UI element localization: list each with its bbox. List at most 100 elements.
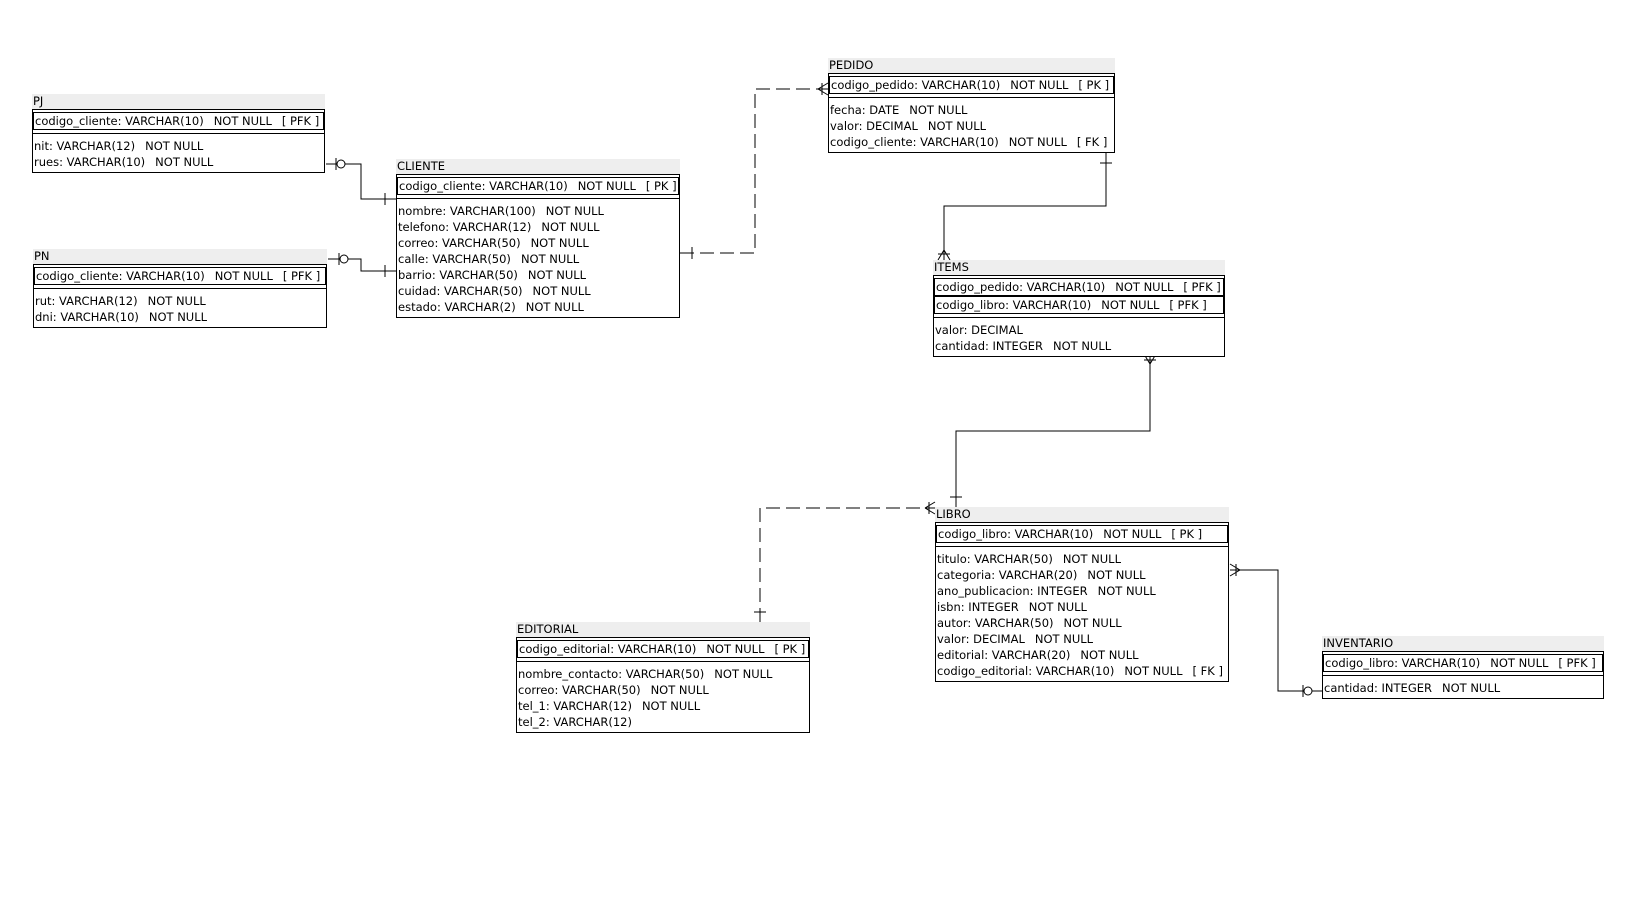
attribute-constraint: NOT NULL	[1028, 600, 1087, 614]
attribute-constraint: NOT NULL	[1010, 78, 1069, 92]
attribute-name: calle: VARCHAR(50)	[398, 252, 511, 266]
relationship-editorial-libro[interactable]	[754, 501, 936, 622]
attribute-row: categoria: VARCHAR(20)NOT NULL	[936, 567, 1228, 583]
attribute-constraint: NOT NULL	[545, 204, 604, 218]
attribute-constraint: NOT NULL	[641, 699, 701, 713]
key-tag: [ PFK ]	[281, 114, 320, 128]
attribute-row: rues: VARCHAR(10)NOT NULL	[33, 154, 324, 170]
attribute-constraint: NOT NULL	[532, 284, 591, 298]
key-tag: [ PFK ]	[1558, 656, 1596, 670]
attribute-name: codigo_editorial: VARCHAR(10)	[519, 642, 697, 656]
entity-title: PJ	[32, 94, 325, 109]
key-attributes: codigo_cliente: VARCHAR(10)NOT NULL[ PFK…	[33, 110, 324, 134]
entity-body: codigo_pedido: VARCHAR(10) NOT NULL [ PK ]…	[828, 73, 1115, 153]
attribute-name: codigo_pedido: VARCHAR(10)	[831, 78, 1001, 92]
entity-pn[interactable]: PN codigo_cliente: VARCHAR(10) NOT NULL [ …	[33, 249, 327, 328]
key-tag: [ PK ]	[1078, 78, 1110, 92]
entity-cliente[interactable]: CLIENTE codigo_cliente: VARCHAR(10)NOT N…	[396, 159, 680, 318]
attribute-constraint: NOT NULL	[1115, 280, 1174, 294]
attribute-row: nombre_contacto: VARCHAR(50)NOT NULL	[517, 666, 809, 682]
relationship-libro-items[interactable]	[950, 353, 1157, 507]
attribute-name: cantidad: INTEGER	[1324, 681, 1432, 695]
entity-title: PN	[33, 249, 327, 264]
attribute-name: fecha: DATE	[830, 103, 900, 117]
attribute-constraint: NOT NULL	[1080, 648, 1139, 662]
attribute-name: codigo_editorial: VARCHAR(10)	[937, 664, 1115, 678]
attribute-name: cuidad: VARCHAR(50)	[398, 284, 523, 298]
entity-title: LIBRO	[935, 507, 1229, 522]
non-key-attributes: fecha: DATE NOT NULL valor: DECIMAL NOT NU…	[829, 98, 1114, 152]
attribute-name: nit: VARCHAR(12)	[34, 139, 136, 153]
attribute-row: codigo_editorial: VARCHAR(10)NOT NULL[ F…	[936, 663, 1228, 679]
attribute-constraint: NOT NULL	[909, 103, 968, 117]
relationship-pedido-items[interactable]	[937, 153, 1112, 261]
attribute-row: correo: VARCHAR(50)NOT NULL	[397, 235, 679, 251]
attribute-row: cuidad: VARCHAR(50) NOT NULL	[397, 283, 679, 299]
relationship-pn-cliente[interactable]	[328, 253, 396, 277]
attribute-name: codigo_libro: VARCHAR(10)	[1325, 656, 1481, 670]
key-attribute-row: codigo_pedido: VARCHAR(10)NOT NULL[ PFK …	[934, 278, 1224, 296]
key-tag: [ FK ]	[1076, 135, 1108, 149]
attribute-constraint: NOT NULL	[213, 114, 272, 128]
key-attribute-row: codigo_editorial: VARCHAR(10)NOT NULL[ P…	[517, 640, 809, 658]
relationship-pj-cliente[interactable]	[326, 158, 396, 205]
attribute-row: telefono: VARCHAR(12)NOT NULL	[397, 219, 679, 235]
key-attribute-row: codigo_libro: VARCHAR(10)NOT NULL[ PK ]	[936, 525, 1228, 543]
attribute-constraint: NOT NULL	[525, 300, 584, 314]
attribute-row: titulo: VARCHAR(50) NOT NULL	[936, 551, 1228, 567]
attribute-name: dni: VARCHAR(10)	[35, 310, 139, 324]
attribute-constraint: NOT NULL	[148, 310, 208, 324]
entity-items[interactable]: ITEMS codigo_pedido: VARCHAR(10)NOT NULL…	[933, 260, 1225, 357]
attribute-constraint: NOT NULL	[1053, 339, 1112, 353]
attribute-row: fecha: DATE NOT NULL	[829, 102, 1114, 118]
attribute-constraint: NOT NULL	[530, 236, 589, 250]
key-tag: [ PFK ]	[282, 269, 321, 283]
entity-pj[interactable]: PJ codigo_cliente: VARCHAR(10)NOT NULL[ …	[32, 94, 325, 173]
attribute-name: titulo: VARCHAR(50)	[937, 552, 1053, 566]
attribute-row: dni: VARCHAR(10) NOT NULL	[34, 309, 326, 325]
entity-inventario[interactable]: INVENTARIO codigo_libro: VARCHAR(10)NOT …	[1322, 636, 1604, 699]
attribute-name: nombre: VARCHAR(100)	[398, 204, 536, 218]
attribute-row: correo: VARCHAR(50) NOT NULL	[517, 682, 809, 698]
attribute-row: rut: VARCHAR(12)NOT NULL	[34, 293, 326, 309]
entity-body: codigo_pedido: VARCHAR(10)NOT NULL[ PFK …	[933, 275, 1225, 357]
attribute-constraint: NOT NULL	[1101, 298, 1160, 312]
key-tag: [ PFK ]	[1169, 298, 1207, 312]
relationship-libro-inventario[interactable]	[1229, 563, 1322, 697]
entity-body: codigo_editorial: VARCHAR(10)NOT NULL[ P…	[516, 637, 810, 733]
attribute-row: barrio: VARCHAR(50)NOT NULL	[397, 267, 679, 283]
attribute-constraint: NOT NULL	[1062, 552, 1121, 566]
attribute-name: isbn: INTEGER	[937, 600, 1019, 614]
non-key-attributes: nombre_contacto: VARCHAR(50)NOT NULL cor…	[517, 662, 809, 732]
attribute-name: tel_1: VARCHAR(12)	[518, 699, 632, 713]
entity-body: codigo_cliente: VARCHAR(10) NOT NULL [ PFK…	[33, 264, 327, 328]
entity-libro[interactable]: LIBRO codigo_libro: VARCHAR(10)NOT NULL[…	[935, 507, 1229, 682]
attribute-name: correo: VARCHAR(50)	[518, 683, 641, 697]
attribute-constraint: NOT NULL	[520, 252, 580, 266]
attribute-name: ano_publicacion: INTEGER	[937, 584, 1088, 598]
attribute-name: nombre_contacto: VARCHAR(50)	[518, 667, 705, 681]
non-key-attributes: nombre: VARCHAR(100) NOT NULL telefono: V…	[397, 199, 679, 317]
attribute-constraint: NOT NULL	[1008, 135, 1067, 149]
entity-editorial[interactable]: EDITORIAL codigo_editorial: VARCHAR(10)N…	[516, 622, 810, 733]
attribute-name: valor: DECIMAL	[830, 119, 918, 133]
attribute-name: estado: VARCHAR(2)	[398, 300, 516, 314]
attribute-row: autor: VARCHAR(50)NOT NULL	[936, 615, 1228, 631]
attribute-name: codigo_cliente: VARCHAR(10)	[36, 269, 205, 283]
attribute-row: editorial: VARCHAR(20)NOT NULL	[936, 647, 1228, 663]
non-key-attributes: rut: VARCHAR(12)NOT NULL dni: VARCHAR(10…	[34, 289, 326, 327]
relationship-cliente-pedido[interactable]	[680, 82, 829, 259]
key-tag: [ PK ]	[645, 179, 677, 193]
entity-pedido[interactable]: PEDIDO codigo_pedido: VARCHAR(10)NOT NUL…	[828, 58, 1115, 153]
key-tag: [ FK ]	[1192, 664, 1223, 678]
attribute-constraint: NOT NULL	[650, 683, 709, 697]
attribute-name: codigo_libro: VARCHAR(10)	[936, 298, 1092, 312]
key-tag: [ PK ]	[1171, 527, 1203, 541]
attribute-row: tel_2: VARCHAR(12)	[517, 714, 809, 730]
attribute-name: tel_2: VARCHAR(12)	[518, 715, 632, 729]
